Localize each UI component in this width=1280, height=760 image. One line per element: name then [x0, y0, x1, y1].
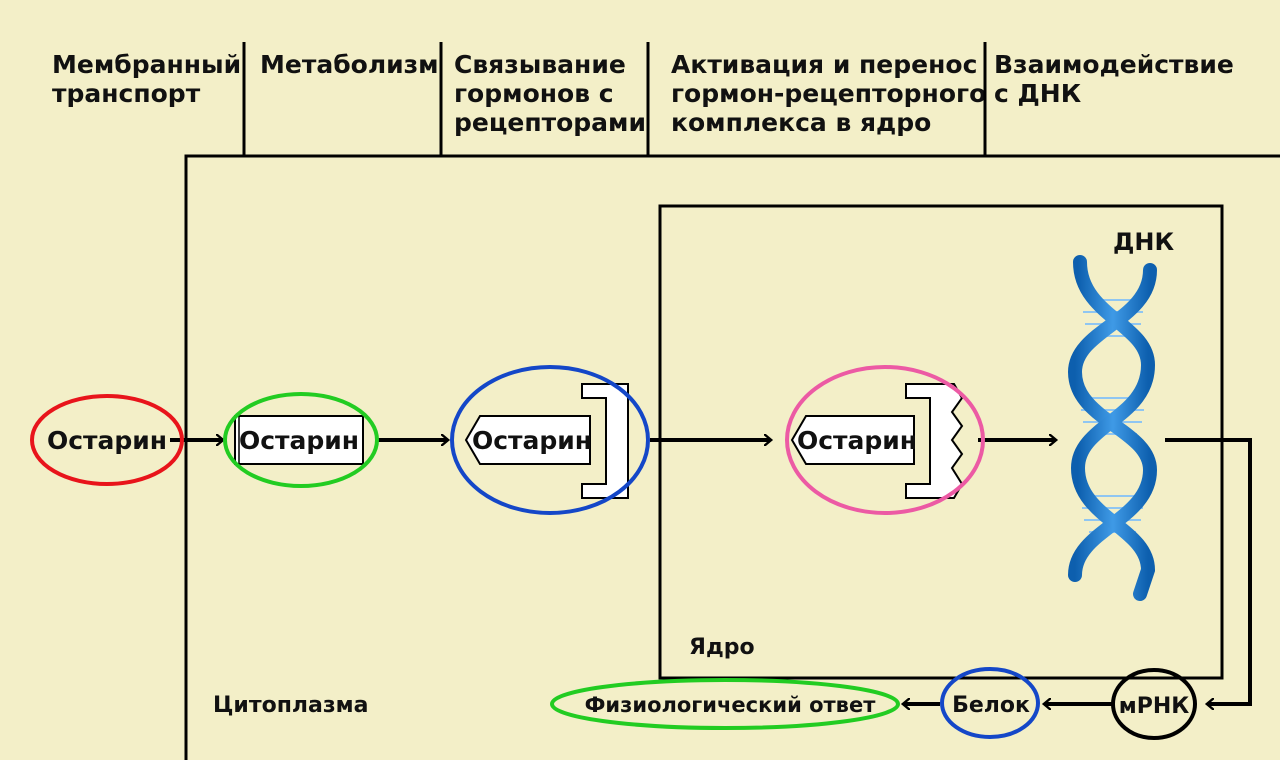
nucleus-label: Ядро: [689, 635, 755, 660]
stage-dna-interaction: Взаимодействие с ДНК: [994, 50, 1234, 108]
receptor-activated: [905, 383, 964, 499]
response-ring: [550, 678, 900, 730]
mrna-ring: [1111, 668, 1197, 740]
cytoplasm-label: Цитоплазма: [213, 693, 369, 718]
ostarine-label-1: Остарин: [47, 426, 167, 455]
protein-label: Белок: [952, 693, 1030, 718]
dna-helix-icon: [1067, 255, 1158, 601]
protein-ring: [940, 667, 1040, 739]
dna-label: ДНК: [1113, 228, 1175, 256]
stage-membrane-transport: Мембранный транспорт: [52, 50, 242, 108]
ostarine-label-4: Остарин: [797, 426, 917, 455]
receptor-binding: [581, 383, 629, 499]
green-highlight-ring: [223, 392, 379, 488]
stage-receptor-binding: Связывание гормонов с рецепторами: [454, 50, 646, 137]
ostarine-tag-binding: [464, 415, 591, 465]
response-label: Физиологический ответ: [585, 693, 877, 717]
stage-metabolism: Метаболизм: [260, 50, 439, 79]
stage-complex-transfer: Активация и перенос гормон-рецепторного …: [671, 50, 987, 137]
pink-highlight-ring: [785, 365, 985, 515]
mrna-label: мРНК: [1119, 694, 1190, 719]
blue-highlight-ring: [450, 365, 650, 515]
arrow-dna-to-mrna: [1165, 438, 1252, 704]
ostarine-box-metabolism: [234, 415, 364, 465]
cell-membrane: [184, 154, 1280, 760]
ostarine-label-2: Остарин: [239, 426, 359, 455]
ostarine-label-3: Остарин: [472, 426, 592, 455]
ostarine-tag-complex: [790, 415, 915, 465]
red-highlight-ring: [30, 394, 184, 486]
